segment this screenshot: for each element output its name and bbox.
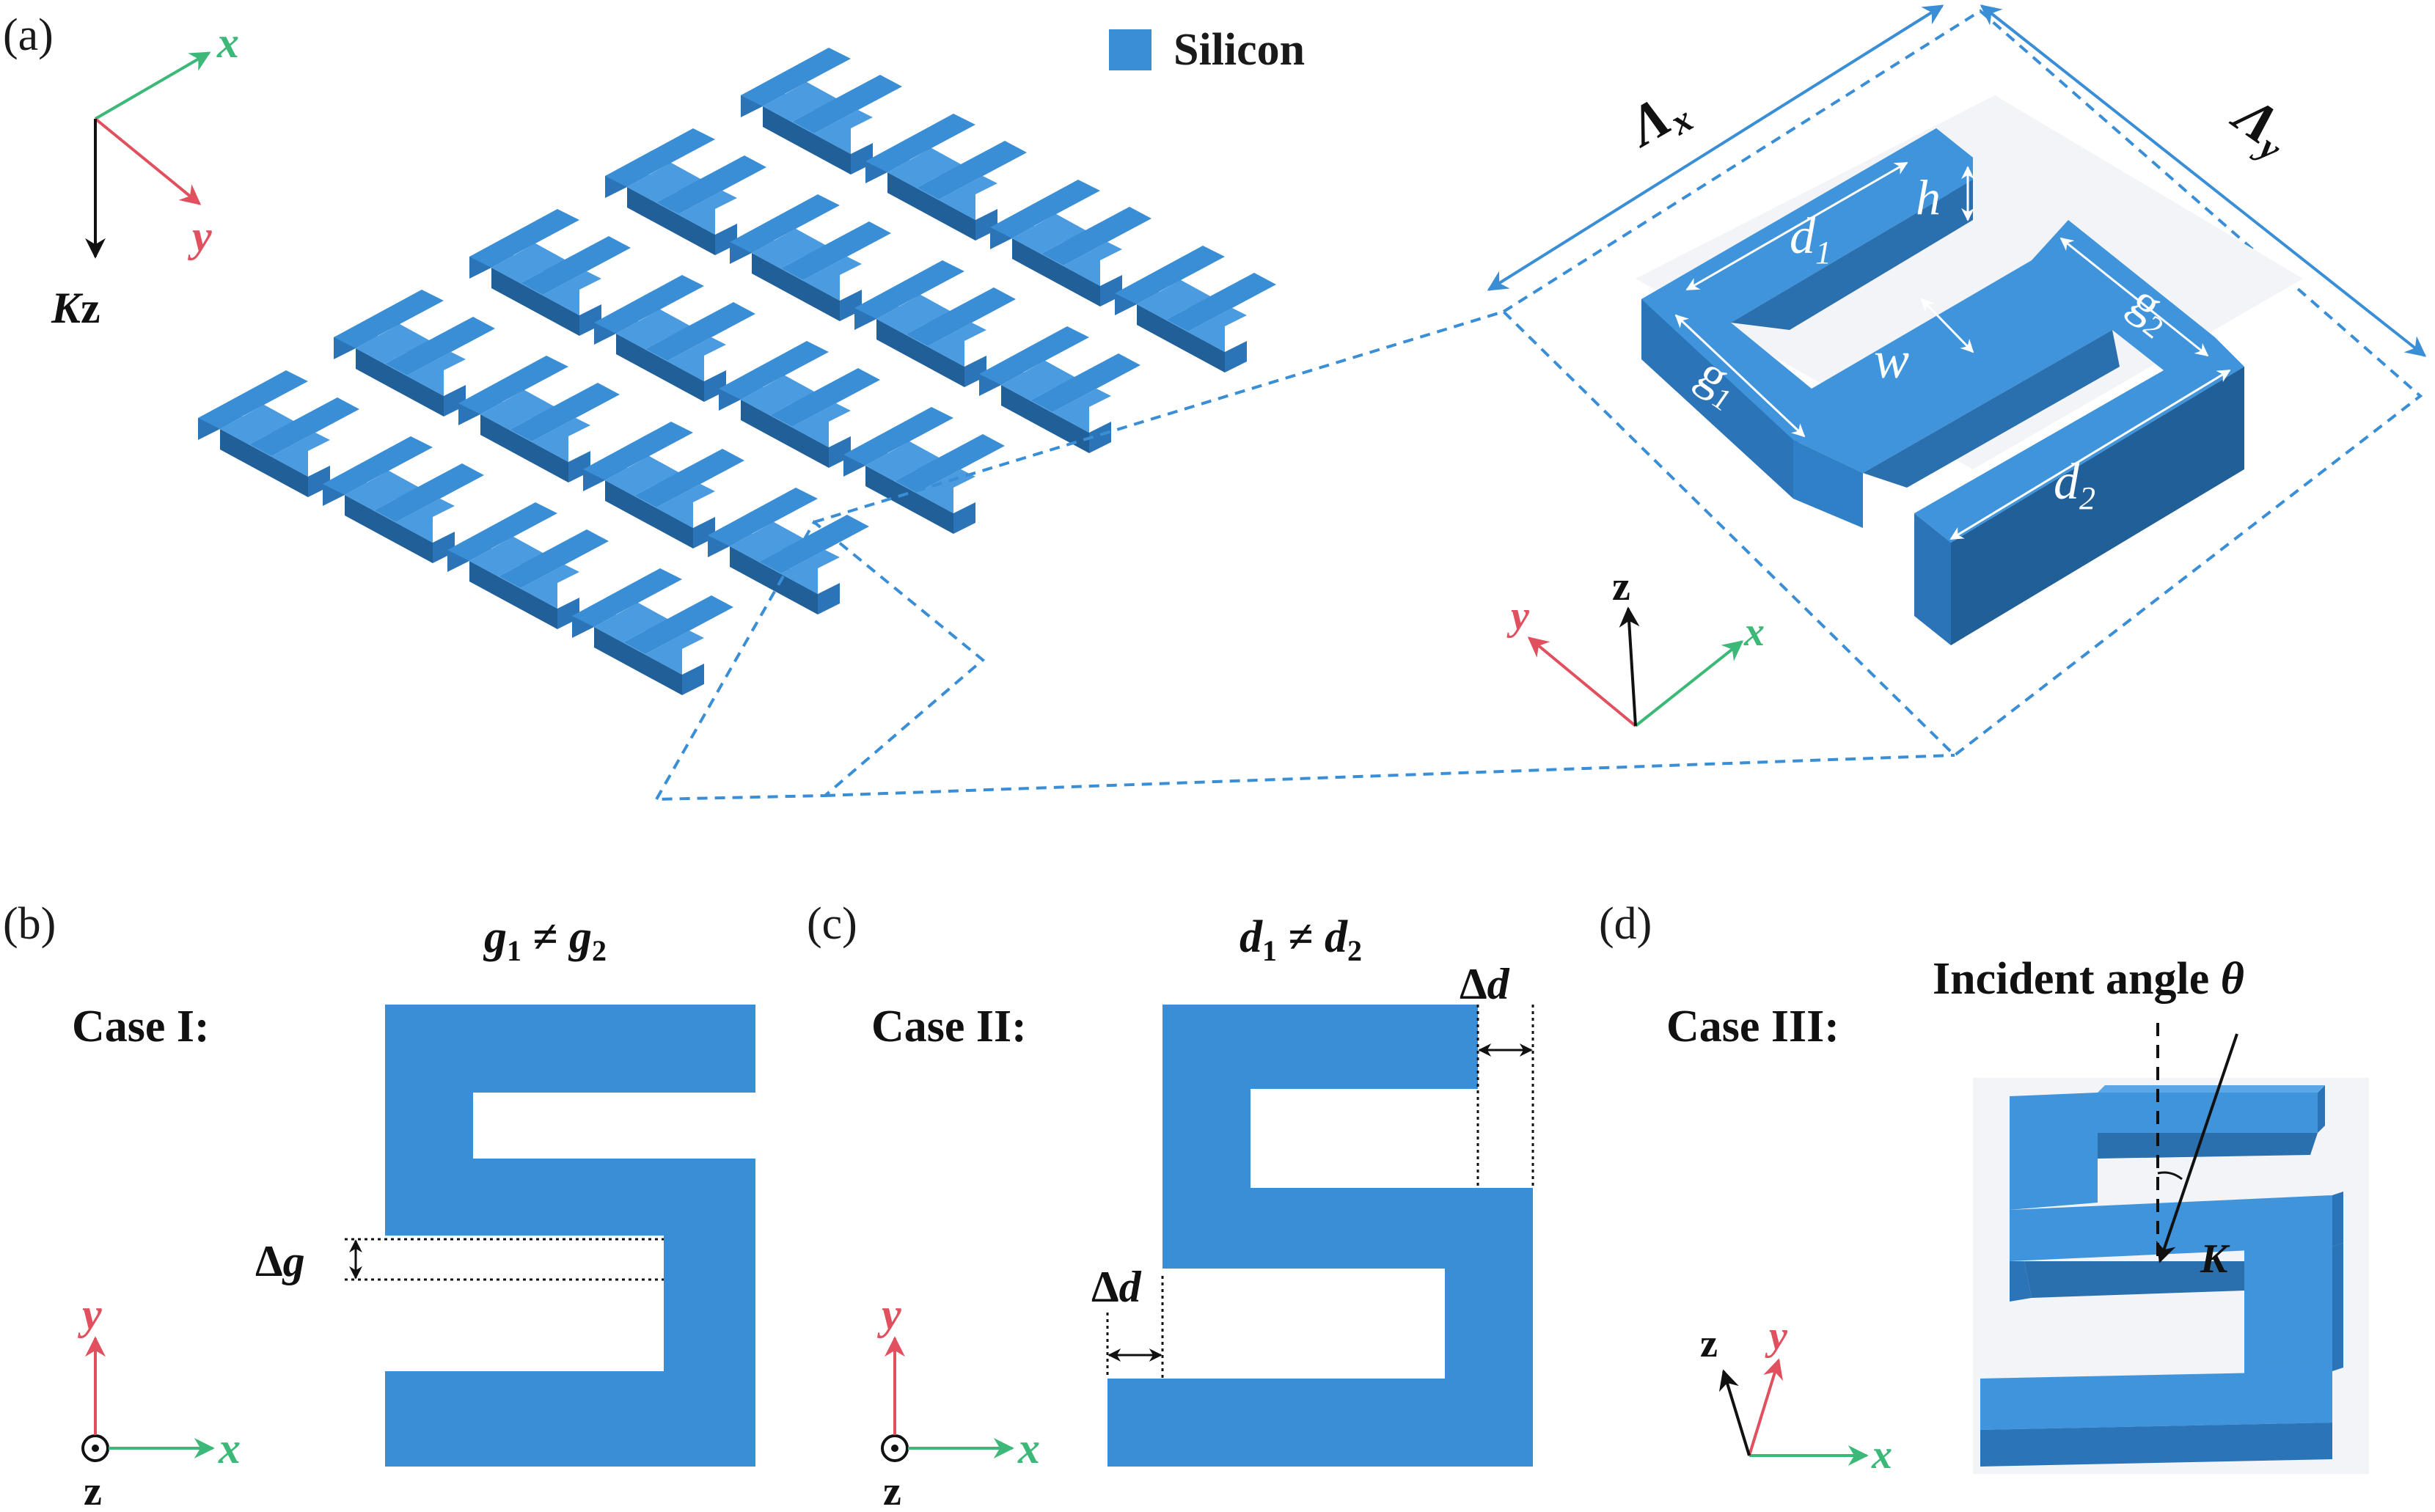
w-arrow	[1920, 298, 1974, 353]
condition-c: d1 ≠ d2	[1240, 912, 1362, 967]
panel-label-d: (d)	[1599, 899, 1652, 949]
legend-label: Silicon	[1173, 25, 1305, 75]
zoom-x-arrow	[1634, 640, 1744, 727]
s-resonator	[594, 275, 755, 402]
s-gap-c	[1162, 1269, 1445, 1379]
x-label-c: x	[1017, 1424, 1040, 1472]
panel-a: (a) x y Kz Silicon Λx Λy	[3, 4, 2427, 801]
z-out-of-plane-icon	[81, 1434, 109, 1462]
z-label-c: z	[883, 1469, 901, 1512]
s-resonator	[741, 48, 902, 175]
panel-label-c: (c)	[807, 899, 857, 949]
s-resonator	[447, 502, 609, 629]
case-label-b: Case I:	[72, 1002, 210, 1052]
g2-arrow	[2059, 237, 2209, 357]
zoom-y-arrow	[1527, 636, 1637, 727]
zoom-y-label: y	[1506, 593, 1530, 639]
legend: Silicon	[1109, 25, 1305, 75]
s-mid-arm-b	[385, 1162, 664, 1236]
zoom-z-label: z	[1612, 564, 1630, 609]
z-out-of-plane-icon	[881, 1434, 909, 1462]
s-resonator	[572, 568, 733, 695]
s-resonator	[583, 422, 744, 548]
angle-arc	[2157, 1171, 2183, 1181]
s-array	[198, 48, 1276, 695]
delta-d-bottom-label: Δd	[1091, 1263, 1142, 1311]
legend-swatch	[1109, 29, 1151, 70]
lambda-y-label: Λy	[2219, 82, 2304, 169]
s-gap-top-b	[473, 1093, 755, 1159]
panel-label-a: (a)	[3, 10, 54, 60]
x-label-d: x	[1871, 1432, 1892, 1478]
x-label-b: x	[218, 1424, 241, 1472]
s-resonator	[323, 436, 484, 563]
panel-c: (c) d1 ≠ d2 Case II: Δd Δd x y z	[807, 899, 1534, 1512]
y-axis-arrow	[94, 117, 202, 205]
y-label-c: y	[877, 1290, 901, 1338]
zoom-z-arrow	[1619, 606, 1640, 727]
kz-label: Kz	[51, 284, 100, 332]
case-label-d: Case III:	[1666, 1002, 1839, 1052]
s-right-col-b	[664, 1159, 755, 1467]
zoom-line-bottom	[824, 754, 1955, 797]
axes-b: x y z	[78, 1290, 241, 1512]
incident-angle-title: Incident angle θ	[1933, 954, 2244, 1004]
z-arrow-d	[1718, 1369, 1751, 1456]
zoom-x-label: x	[1743, 609, 1765, 655]
d2-arrow	[1949, 369, 2231, 540]
condition-b: g1 ≠ g2	[483, 912, 607, 967]
s-resonator	[458, 356, 620, 482]
y-label-b: y	[78, 1290, 102, 1338]
panel-d: (d) Case III: Incident angle θ	[1599, 899, 2369, 1478]
s-resonator	[730, 194, 891, 321]
s-resonator	[990, 180, 1151, 307]
s-resonator	[469, 209, 631, 336]
s-gap-top-c	[1251, 1089, 1533, 1188]
s-resonator	[334, 290, 495, 416]
z-label-b: z	[84, 1469, 102, 1512]
s-bottom-arm-c	[1107, 1379, 1533, 1467]
delta-d-top-label: Δd	[1460, 960, 1510, 1008]
s-3d-d	[1973, 1078, 2369, 1474]
axes-topleft: x y Kz	[51, 18, 239, 332]
s-resonator	[854, 260, 1016, 387]
panel-b: (b) g1 ≠ g2 Case I: Δg x y z	[3, 899, 755, 1512]
axes-c: x y z	[877, 1290, 1040, 1512]
s-resonator	[865, 114, 1027, 241]
zoomed-annotations: d1 h g1 w g2 d2	[1674, 161, 2231, 540]
axes-zoom: x y z	[1506, 564, 1765, 727]
z-label-d: z	[1700, 1321, 1718, 1365]
d1-arrow	[1685, 161, 1908, 291]
s-gap-b	[385, 1236, 664, 1371]
selection-box	[653, 519, 986, 801]
x-axis-arrow	[94, 51, 211, 120]
s-resonator	[1115, 246, 1276, 373]
y-axis-label: y	[188, 212, 212, 260]
k-label-d: K	[2200, 1236, 2230, 1282]
lambda-x-arrow	[1487, 4, 1944, 291]
y-label-d: y	[1765, 1313, 1788, 1359]
lambda-y-arrow	[1980, 4, 2427, 357]
d2-label: d2	[2054, 454, 2095, 516]
y-arrow-d	[1748, 1358, 1783, 1456]
s-resonator	[843, 407, 1005, 534]
axes-d: x y z	[1700, 1313, 1892, 1478]
case-label-c: Case II:	[871, 1002, 1027, 1052]
g1-arrow	[1674, 314, 1806, 438]
delta-g-label: Δg	[255, 1237, 305, 1285]
d1-label: d1	[1790, 208, 1831, 271]
x-axis-label: x	[216, 18, 239, 67]
s-resonator	[979, 326, 1140, 453]
zoom-line-top	[813, 310, 1504, 524]
w-label: w	[1874, 331, 1909, 389]
s-resonator	[719, 341, 880, 468]
lambda-x-label: Λx	[1615, 76, 1699, 163]
s-resonator	[198, 370, 359, 497]
s-resonator	[605, 128, 766, 255]
panel-label-b: (b)	[3, 899, 56, 949]
s-resonator	[708, 488, 869, 614]
h-label: h	[1916, 169, 1941, 225]
incident-k-arrow	[2156, 1033, 2238, 1263]
